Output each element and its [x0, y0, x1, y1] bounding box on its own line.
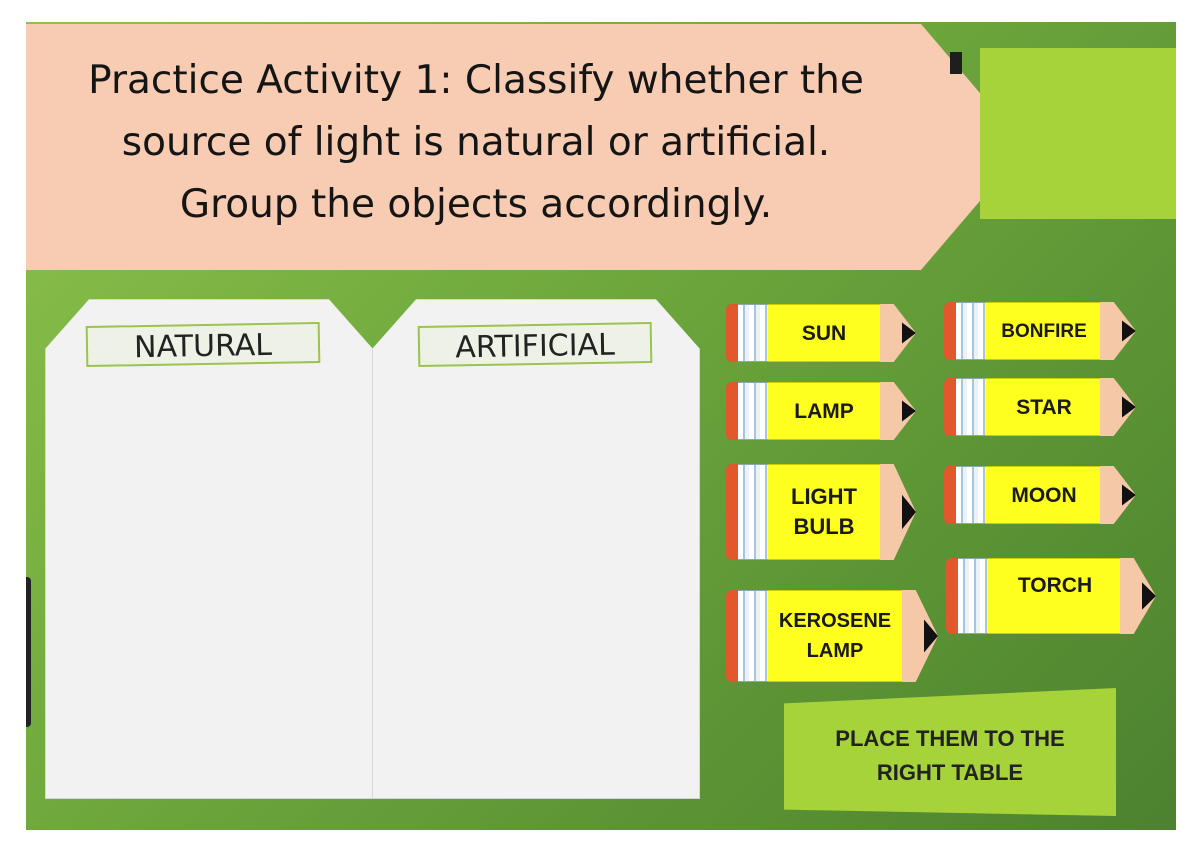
pencil-ferrule	[956, 302, 986, 360]
pencil-ferrule	[738, 304, 768, 362]
pencil-eraser	[946, 558, 958, 634]
pencil-ferrule	[956, 378, 986, 436]
pencil-lead	[1142, 582, 1156, 610]
pencil-eraser	[726, 304, 738, 362]
pencil-lead	[1122, 320, 1136, 342]
pencil-label: SUN	[768, 304, 880, 362]
natural-table-header: NATURAL	[85, 321, 321, 368]
pencil-ferrule	[956, 466, 986, 524]
pencil-lead	[924, 619, 938, 653]
artificial-table-header: ARTIFICIAL	[417, 321, 653, 368]
pencil-lead	[902, 400, 916, 422]
title-line-1: Practice Activity 1: Classify whether th…	[88, 58, 864, 103]
pencil-eraser	[726, 464, 738, 560]
pencil-label: MOON	[986, 466, 1102, 524]
decorative-green-block	[980, 48, 1176, 219]
pencil-moon[interactable]: MOON	[944, 466, 1136, 524]
pencil-eraser	[944, 302, 956, 360]
pencil-label: TORCH	[988, 558, 1122, 634]
pencil-sun[interactable]: SUN	[726, 304, 916, 362]
pencil-lead	[902, 494, 916, 530]
pencil-star[interactable]: STAR	[944, 378, 1136, 436]
pencil-light-bulb[interactable]: LIGHT BULB	[726, 464, 916, 560]
natural-drop-zone[interactable]	[45, 299, 373, 799]
pencil-label: STAR	[986, 378, 1102, 436]
title-line-3: Group the objects accordingly.	[179, 182, 773, 227]
pencil-lead	[1122, 396, 1136, 418]
title-line-2: source of light is natural or artificial…	[121, 120, 831, 165]
pencil-bonfire[interactable]: BONFIRE	[944, 302, 1136, 360]
pencil-kerosene-lamp[interactable]: KEROSENE LAMP	[726, 590, 940, 682]
edge-graphic	[26, 577, 31, 727]
pencil-lead	[902, 322, 916, 344]
slide-canvas: Practice Activity 1: Classify whether th…	[26, 22, 1176, 830]
pencil-eraser	[944, 466, 956, 524]
pencil-label: BONFIRE	[986, 302, 1102, 360]
pencil-lead	[1122, 484, 1136, 506]
pencil-eraser	[726, 590, 738, 682]
artificial-drop-zone[interactable]	[372, 299, 700, 799]
instruction-box: PLACE THEM TO THE RIGHT TABLE	[784, 688, 1116, 816]
decorative-square	[950, 52, 962, 74]
pencil-torch[interactable]: TORCH	[946, 558, 1156, 634]
instruction-line-2: RIGHT TABLE	[876, 760, 1024, 785]
pencil-label: LIGHT BULB	[768, 464, 880, 560]
pencil-label: LAMP	[768, 382, 880, 440]
page-title: Practice Activity 1: Classify whether th…	[26, 50, 926, 236]
pencil-ferrule	[738, 590, 768, 682]
instruction-line-1: PLACE THEM TO THE	[835, 726, 1065, 751]
pencil-label: KEROSENE LAMP	[768, 590, 902, 682]
pencil-eraser	[726, 382, 738, 440]
pencil-ferrule	[738, 382, 768, 440]
pencil-lamp[interactable]: LAMP	[726, 382, 916, 440]
title-banner: Practice Activity 1: Classify whether th…	[26, 24, 1026, 270]
pencil-ferrule	[738, 464, 768, 560]
pencil-eraser	[944, 378, 956, 436]
pencil-ferrule	[958, 558, 988, 634]
